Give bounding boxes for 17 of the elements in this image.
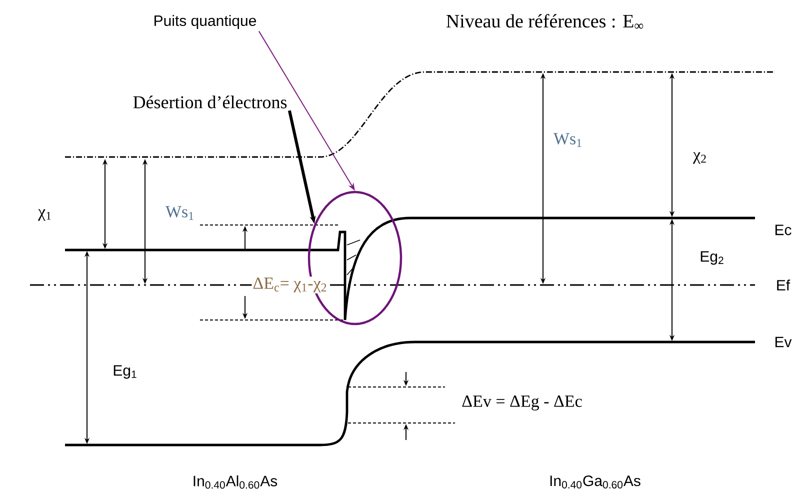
callout-label: Puits quantique [154, 15, 256, 29]
band-label: Ws$_{1}$ [165, 206, 194, 220]
band-label: Ec [775, 224, 792, 236]
band-label: Niveau de références : E$_{∞}$ [446, 14, 644, 29]
band-label: Ws$_{1}$ [553, 133, 582, 147]
band-label: ΔEv = ΔEg - ΔEc [462, 396, 582, 410]
band-label: Ev [775, 336, 792, 348]
band-label: Ef [777, 280, 790, 290]
highlight-ellipse [308, 190, 402, 326]
band-label: ΔE$_{c}$= χ$_{1}$-χ$_{2}$ [252, 276, 328, 294]
band-label: χ$_{1}$ [38, 209, 51, 221]
band-label: In$_{0.40}$Ga$_{0.60}$As [550, 476, 640, 488]
band-label: Eg$_{2}$ [700, 251, 724, 265]
band-label: Eg$_{1}$ [114, 365, 136, 379]
band-label: In$_{0.40}$Al$_{0.60}$As [194, 475, 278, 489]
callout-label: Désertion d’électrons [133, 96, 287, 108]
band-label: χ$_{2}$ [693, 152, 706, 164]
